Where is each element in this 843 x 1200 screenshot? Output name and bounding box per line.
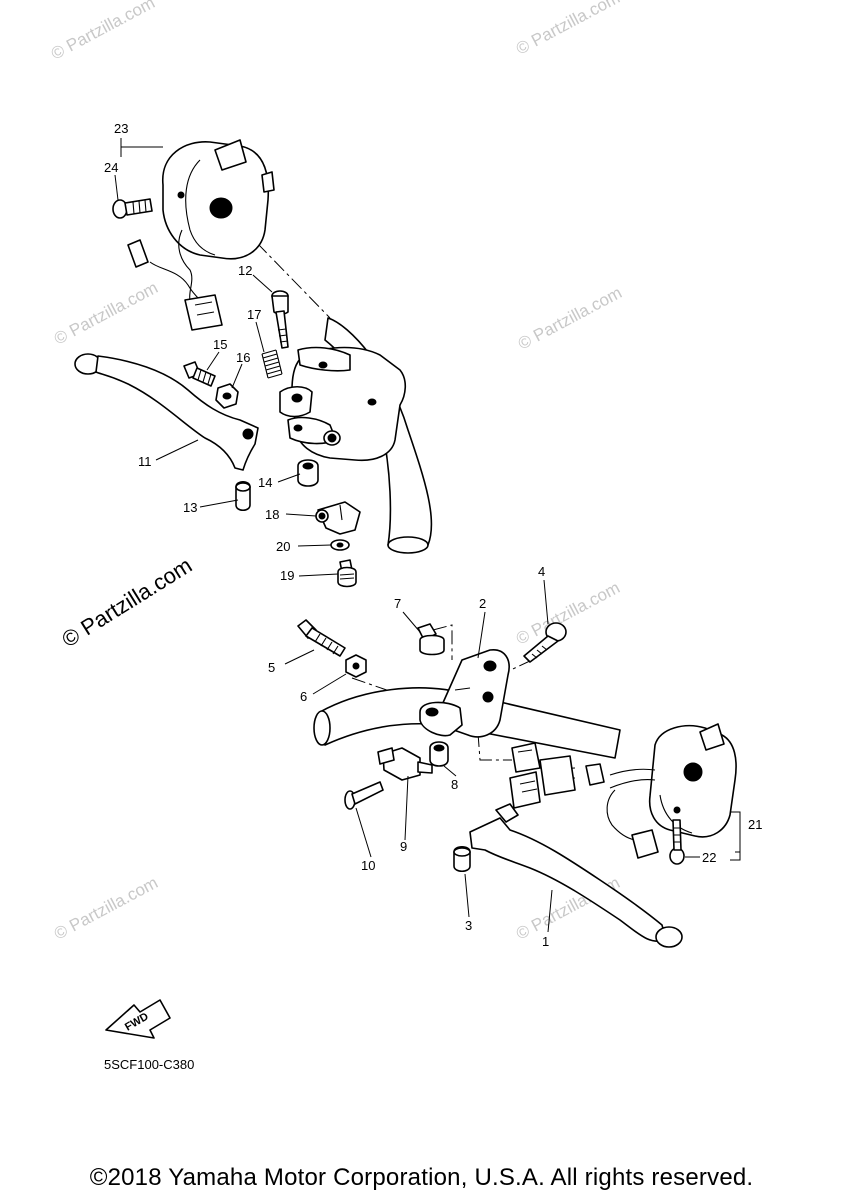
callout-24: 24 (104, 160, 118, 175)
bolt-5 (297, 619, 346, 657)
callout-19: 19 (280, 568, 294, 583)
left-switch-housing (162, 139, 275, 301)
master-cylinder (279, 346, 407, 462)
handlebar-tube-end (387, 536, 429, 554)
callout-3: 3 (465, 918, 472, 933)
callout-7: 7 (394, 596, 401, 611)
handlebar-tube-end (313, 710, 331, 746)
collar-3 (453, 845, 471, 873)
screw-22 (669, 819, 685, 865)
callout-2: 2 (479, 596, 486, 611)
callout-11: 11 (138, 454, 152, 469)
watermark: © Partzilla.com (48, 0, 158, 64)
callout-16: 16 (236, 350, 250, 365)
bolt-4 (523, 622, 567, 663)
callout-13: 13 (183, 500, 197, 515)
watermark: © Partzilla.com (51, 278, 161, 349)
callout-20: 20 (276, 539, 290, 554)
callout-8: 8 (451, 777, 458, 792)
screw-10 (344, 781, 384, 810)
clutch-lever (469, 803, 683, 948)
brake-lever (74, 353, 259, 471)
callout-10: 10 (361, 858, 375, 873)
pivot-bolt-15 (183, 361, 216, 387)
callout-1: 1 (542, 934, 549, 949)
collar-13 (235, 480, 251, 512)
clutch-switch-9 (377, 747, 433, 781)
callout-labels: 23 24 12 17 15 16 11 14 13 18 20 19 4 2 … (104, 121, 762, 949)
callout-4: 4 (538, 564, 545, 579)
callout-9: 9 (400, 839, 407, 854)
right-switch-housing (609, 723, 737, 838)
nut-16 (215, 383, 239, 409)
assembly-axis-line (432, 624, 453, 660)
callout-5: 5 (268, 660, 275, 675)
left-switch-connector (127, 239, 223, 331)
washer-20 (330, 539, 350, 551)
copyright-notice: ©2018 Yamaha Motor Corporation, U.S.A. A… (89, 1164, 754, 1191)
right-switch-connector (509, 742, 659, 859)
callout-12: 12 (238, 263, 252, 278)
nut-6 (345, 654, 367, 678)
watermark: © Partzilla.com (515, 283, 625, 354)
watermark: © Partzilla.com (513, 0, 623, 59)
assembly-axis-line (477, 732, 512, 761)
lever-holder-2 (419, 649, 510, 738)
leader-lines (114, 138, 741, 933)
brake-switch-18 (315, 501, 361, 535)
callout-17: 17 (247, 307, 261, 322)
bushing-14 (297, 459, 319, 487)
callout-22: 22 (702, 850, 716, 865)
spring-17 (261, 349, 283, 379)
watermark-large: © Partzilla.com (57, 552, 196, 652)
callout-6: 6 (300, 689, 307, 704)
watermark: © Partzilla.com (513, 578, 623, 649)
fwd-arrow-icon: FWD (105, 999, 171, 1039)
callout-18: 18 (265, 507, 279, 522)
diagram-code: 5SCF100-C380 (104, 1057, 195, 1072)
screw-7 (417, 623, 445, 656)
callout-15: 15 (213, 337, 227, 352)
watermark: © Partzilla.com (51, 873, 161, 944)
callout-23: 23 (114, 121, 128, 136)
screw-19 (337, 559, 357, 588)
bolt-12 (271, 290, 289, 349)
callout-14: 14 (258, 475, 272, 490)
callout-21: 21 (748, 817, 762, 832)
collar-8 (429, 741, 449, 767)
screw-24 (112, 198, 153, 219)
